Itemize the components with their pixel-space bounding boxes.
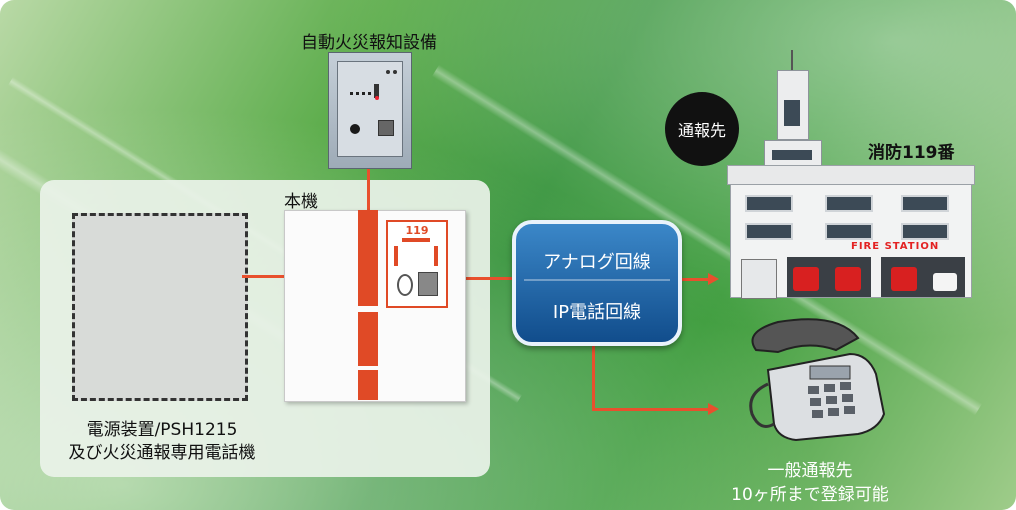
lamp-dot-icon	[393, 70, 397, 74]
general-destination-label: 一般通報先	[767, 461, 853, 481]
unit-panel-number: 119	[405, 224, 429, 237]
unit-red-stripe	[358, 370, 378, 400]
psu-label-line2: 及び火災通報専用電話機	[68, 443, 256, 463]
power-supply-box	[72, 213, 248, 401]
arrow-head-icon	[708, 273, 719, 285]
arrow-head-icon	[708, 403, 719, 415]
unit-panel-lamp	[434, 246, 438, 266]
station-window	[745, 223, 793, 240]
line-to-phone	[592, 408, 710, 411]
telephone-icon	[749, 318, 886, 442]
main-unit-label: 本機	[284, 192, 318, 212]
alarm-switch-icon	[378, 120, 394, 136]
fire-truck-icon	[835, 267, 861, 291]
unit-panel-header-bar	[402, 238, 430, 242]
psu-label-line1: 電源装置/PSH1215	[86, 420, 238, 440]
unit-red-stripe	[358, 312, 378, 366]
unit-square-button-icon	[418, 272, 438, 296]
indicator-lamp-icon	[374, 84, 379, 98]
station-window	[825, 223, 873, 240]
pill-divider	[524, 279, 670, 281]
line-psu-to-unit	[242, 275, 286, 278]
tower-window	[784, 100, 800, 126]
station-roof	[727, 165, 975, 185]
ip-phone-line-label: IP電話回線	[552, 302, 642, 323]
station-window	[901, 223, 949, 240]
fire-truck-icon	[793, 267, 819, 291]
fire-alarm-device	[328, 52, 412, 169]
line-network-to-station	[674, 278, 710, 281]
station-window	[745, 195, 793, 212]
alarm-face	[337, 61, 403, 157]
unit-oval-button-icon	[397, 274, 413, 296]
fire-station-building: FIRE STATION	[727, 165, 975, 299]
lamp-dot-icon	[386, 70, 390, 74]
fire-truck-icon	[891, 267, 917, 291]
general-destination-capacity: 10ヶ所まで登録可能	[731, 485, 889, 505]
line-alarm-to-unit	[367, 167, 370, 212]
station-window	[901, 195, 949, 212]
analog-line-label: アナログ回線	[543, 252, 651, 273]
alarm-equipment-label: 自動火災報知設備	[301, 33, 437, 53]
fire-department-label: 消防119番	[868, 143, 955, 163]
line-unit-to-network	[464, 277, 514, 280]
alarm-button-icon	[350, 124, 360, 134]
line-type-box: アナログ回線 IP電話回線	[512, 220, 682, 346]
indicator-dots	[350, 92, 376, 95]
unit-red-stripe	[358, 210, 378, 306]
tower-antenna	[791, 50, 793, 72]
station-door	[741, 259, 777, 299]
red-lamp-icon	[375, 96, 379, 100]
destination-badge: 通報先	[665, 92, 739, 166]
unit-control-panel: 119	[386, 220, 448, 308]
ambulance-icon	[933, 273, 957, 291]
station-sign: FIRE STATION	[851, 241, 940, 252]
station-window	[825, 195, 873, 212]
unit-panel-lamp	[394, 246, 398, 266]
line-network-down	[592, 338, 595, 410]
tower-window	[772, 150, 812, 160]
